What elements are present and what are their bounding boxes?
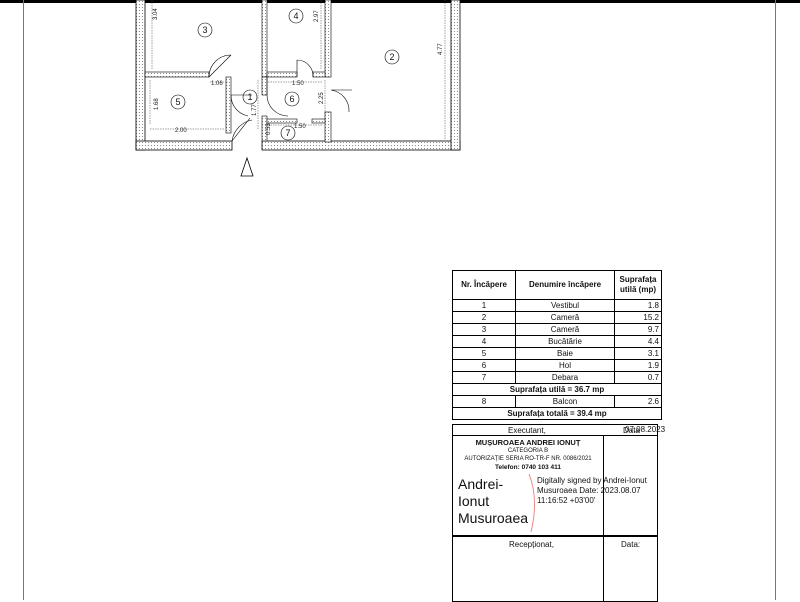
door-swing-6	[266, 74, 289, 117]
wall-3-5	[144, 71, 210, 78]
executant-header: Executant, Data	[452, 424, 658, 436]
row-name: Balcon	[515, 395, 615, 408]
room-number-1: 1	[247, 92, 252, 102]
row-area: 9.7	[614, 323, 662, 336]
table-row: 5 Baie 3.1	[452, 347, 662, 360]
table-row: 2 Cameră 15.2	[452, 311, 662, 324]
area-legend-table: Nr. Încăpere Denumire încăpere Suprafața…	[452, 270, 662, 420]
executant-block: MUȘUROAEA ANDREI IONUȚ CATEGORIA B AUTOR…	[452, 425, 665, 536]
dim-label-297: 2.97	[314, 10, 320, 22]
row-nr: 2	[452, 311, 516, 324]
executant-phone: Telefon: 0740 103 411	[494, 464, 561, 471]
room-number-4: 4	[293, 11, 298, 21]
column-divider	[603, 537, 604, 601]
row-name: Cameră	[515, 311, 615, 324]
dim-label-477: 4.77	[438, 43, 444, 55]
dim-label-150a: 1.50	[292, 81, 304, 87]
row-nr: 6	[452, 359, 516, 372]
executant-category: CATEGORIA B	[507, 448, 549, 454]
door-swing-3	[208, 54, 232, 78]
row-area: 0.7	[614, 371, 662, 384]
door-swing-entrance	[231, 117, 253, 142]
door-swing-5	[230, 94, 252, 117]
dim-label-168: 1.68	[154, 98, 160, 110]
room-number-6: 6	[289, 94, 294, 104]
wall-1-6	[261, 76, 268, 96]
receptionat-block: Recepționat, Data:	[452, 536, 658, 602]
top-frame-line	[0, 0, 800, 3]
page-border-right	[775, 0, 776, 600]
wall-6-2	[324, 111, 332, 143]
row-area: 1.8	[614, 299, 662, 312]
dim-label-053: 0.53	[266, 123, 272, 135]
room-number-3: 3	[202, 25, 207, 35]
table-row: 7 Debara 0.7	[452, 371, 662, 384]
row-nr: 7	[452, 371, 516, 384]
receptionat-date-label: Data:	[621, 540, 641, 549]
dim-label-177: 1.77	[252, 104, 258, 116]
executant-date-label: Data	[623, 426, 640, 435]
door-swing-2	[330, 89, 352, 113]
useful-area-total: Suprafața utilă = 36.7 mp	[452, 383, 662, 396]
row-name: Vestibul	[515, 299, 615, 312]
row-nr: 3	[452, 323, 516, 336]
floor-plan: 3.04 2.97 4.77 1.06 1.50 1.68 2.25 1.77 …	[135, 0, 461, 177]
wall-4-6b	[312, 71, 326, 78]
signature-name: Andrei-Ionut Musuroaea	[458, 476, 529, 526]
row-name: Baie	[515, 347, 615, 360]
wall-bottom-right	[261, 140, 461, 151]
table-row: 3 Cameră 9.7	[452, 323, 662, 336]
header-name: Denumire încăpere	[515, 270, 615, 300]
dim-label-304: 3.04	[153, 8, 159, 20]
table-row: 8 Balcon 2.6	[452, 395, 662, 408]
row-name: Cameră	[515, 323, 615, 336]
wall-4-2	[324, 0, 332, 78]
executant-date: 07.08.2023	[625, 425, 666, 434]
signature-mark-icon	[528, 474, 535, 533]
wall-5-1	[225, 76, 232, 134]
row-nr: 1	[452, 299, 516, 312]
room-number-2: 2	[389, 52, 394, 62]
room-number-7: 7	[285, 128, 290, 138]
door-swing-4	[296, 59, 314, 78]
entrance-arrow-icon	[240, 156, 254, 177]
row-nr: 8	[452, 395, 516, 408]
digital-signature-text: Digitally signed by Andrei-Ionut Musuroa…	[537, 476, 647, 505]
dim-label-225: 2.25	[319, 92, 325, 104]
dim-label-150b: 1.50	[294, 124, 306, 130]
wall-bottom-left	[135, 140, 233, 151]
executant-label: Executant,	[508, 426, 546, 435]
wall-7	[261, 115, 268, 142]
table-row: 6 Hol 1.9	[452, 359, 662, 372]
wall-3-4	[261, 0, 268, 78]
row-name: Bucătărie	[515, 335, 615, 348]
table-row: 4 Bucătărie 4.4	[452, 335, 662, 348]
row-nr: 5	[452, 347, 516, 360]
row-name: Debara	[515, 371, 615, 384]
wall-6-7b	[311, 118, 326, 124]
dim-label-200: 2.00	[175, 128, 187, 134]
page-border-left	[23, 0, 24, 600]
row-area: 3.1	[614, 347, 662, 360]
row-area: 1.9	[614, 359, 662, 372]
wall-4-6	[266, 71, 298, 78]
room-number-5: 5	[175, 97, 180, 107]
row-area: 4.4	[614, 335, 662, 348]
receptionat-label: Recepționat,	[509, 540, 554, 549]
row-area: 15.2	[614, 311, 662, 324]
wall-right	[450, 0, 461, 151]
header-area: Suprafața utilă (mp)	[614, 270, 662, 300]
row-nr: 4	[452, 335, 516, 348]
row-name: Hol	[515, 359, 615, 372]
executant-authorization: AUTORIZAȚIE SERIA RO-TR-F NR. 0086/2021	[464, 456, 592, 462]
dim-label-106: 1.06	[211, 81, 223, 87]
row-area: 2.6	[614, 395, 662, 408]
wall-6-7	[266, 118, 298, 124]
column-divider	[603, 436, 604, 535]
wall-left	[135, 0, 146, 151]
header-nr: Nr. Încăpere	[452, 270, 516, 300]
grand-area-total: Suprafața totală = 39.4 mp	[452, 407, 662, 420]
executant-name: MUȘUROAEA ANDREI IONUȚ	[475, 438, 581, 447]
table-row: 1 Vestibul 1.8	[452, 299, 662, 312]
